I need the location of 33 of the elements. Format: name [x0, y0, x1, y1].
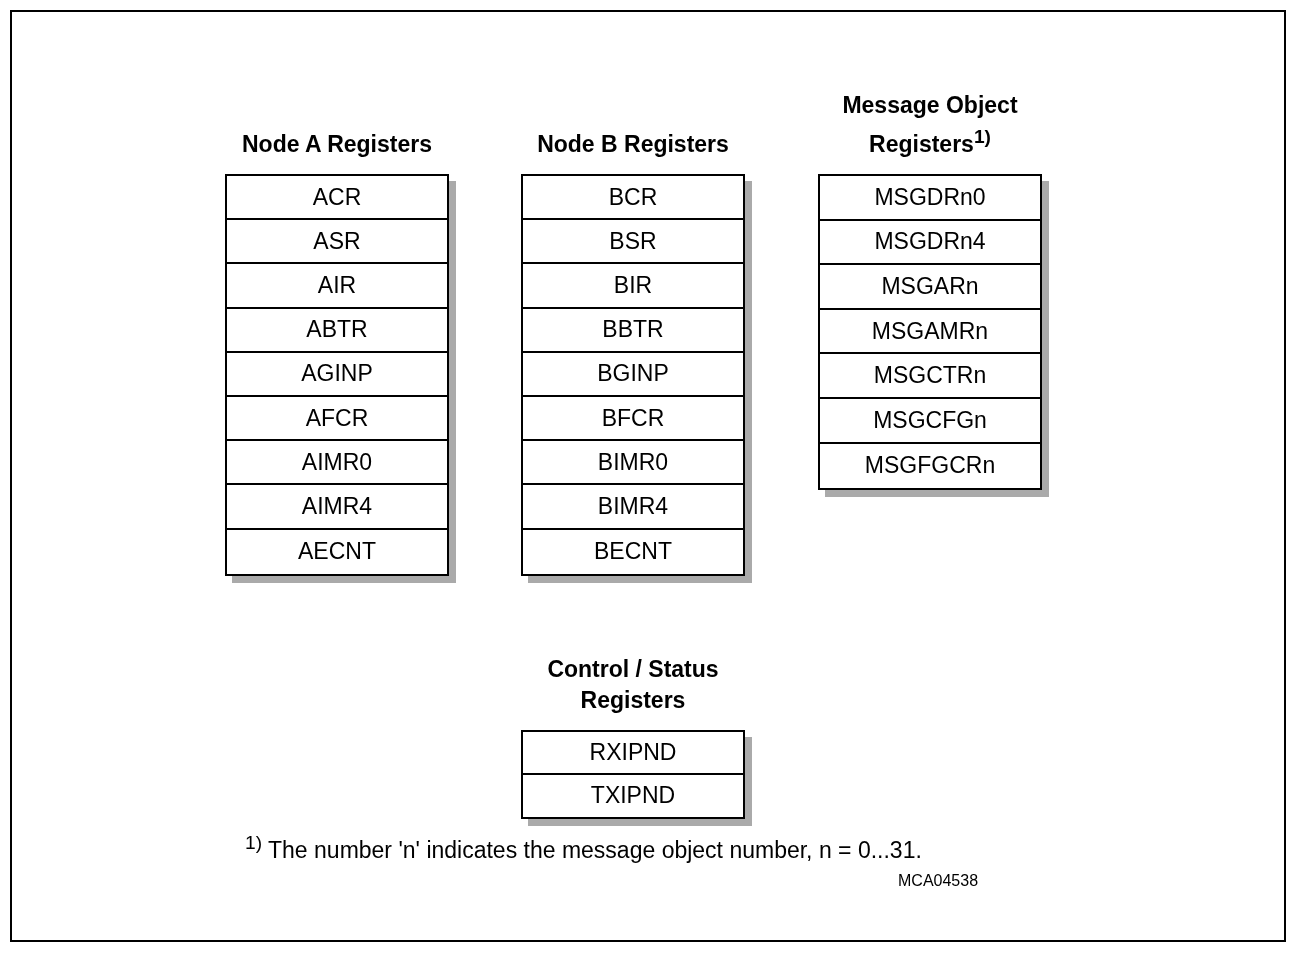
register-row: BIR [523, 264, 743, 309]
register-row: BIMR4 [523, 485, 743, 530]
table-heading: Node B Registers [536, 130, 730, 159]
register-row: BBTR [523, 308, 743, 353]
register-row: MSGCFGn [820, 398, 1040, 444]
register-row: TXIPND [523, 774, 743, 817]
register-row: MSGFGCRn [820, 443, 1040, 489]
register-row: AFCR [227, 396, 447, 442]
register-row: MSGARn [820, 265, 1040, 310]
register-row: ASR [227, 220, 447, 265]
register-row: BFCR [523, 396, 743, 442]
register-row: RXIPND [523, 732, 743, 775]
register-row: BSR [523, 220, 743, 265]
register-row: MSGDRn0 [820, 176, 1040, 221]
register-row: BIMR0 [523, 441, 743, 486]
register-row: AIMR4 [227, 485, 447, 530]
figure-code: MCA04538 [898, 872, 979, 890]
table-heading: Message Object Registers$^{1)}$ [841, 91, 1019, 159]
register-row: ACR [227, 176, 447, 221]
register-row: BECNT [523, 529, 743, 574]
table-heading: Control / Status Registers [546, 655, 720, 715]
table-heading: Node A Registers [241, 130, 433, 159]
register-row: AGINP [227, 352, 447, 397]
register-row: AIR [227, 264, 447, 309]
register-row: BGINP [523, 352, 743, 397]
register-row: AECNT [227, 529, 447, 574]
register-row: ABTR [227, 308, 447, 353]
register-row: MSGCTRn [820, 354, 1040, 399]
register-row: MSGDRn4 [820, 220, 1040, 266]
footnote: $^{1)}$ The number 'n' indicates the message object number, n = 0...31. [245, 832, 922, 864]
register-row: BCR [523, 176, 743, 221]
register-row: MSGAMRn [820, 309, 1040, 355]
register-row: AIMR0 [227, 441, 447, 486]
